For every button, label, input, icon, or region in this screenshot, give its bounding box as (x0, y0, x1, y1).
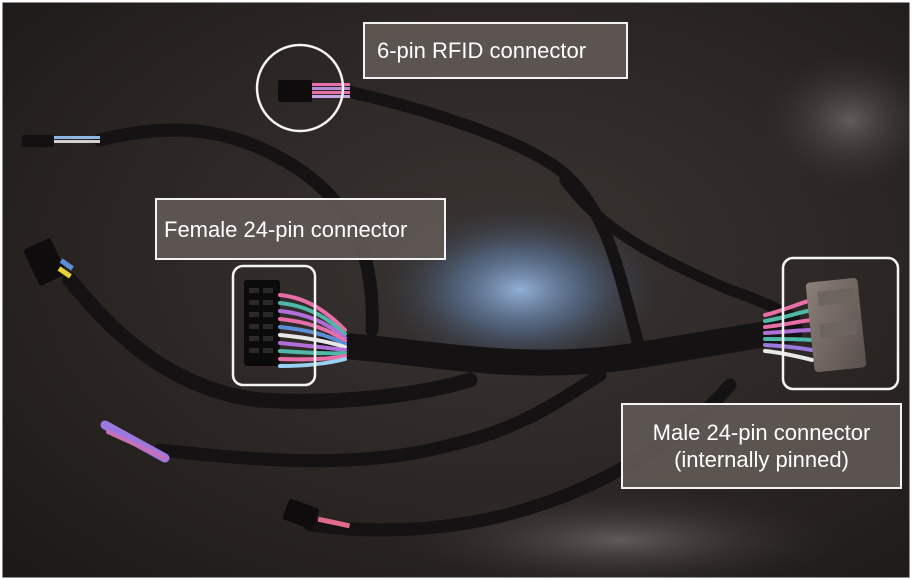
light-reflection-right (760, 50, 912, 190)
rfid-cable (344, 86, 646, 356)
rfid-callout-circle (255, 43, 345, 133)
upper-left-cable (93, 123, 379, 337)
male-connector-label: Male 24-pin connector (internally pinned… (621, 403, 902, 489)
rfid-connector-label: 6-pin RFID connector (363, 22, 628, 79)
male-callout-box (781, 256, 900, 391)
bottom-plug (282, 498, 320, 530)
rfid-plug (278, 80, 312, 102)
female-connector-label-text: Female 24-pin connector (164, 216, 408, 242)
right-branch-cable (559, 174, 801, 324)
small-connector-topleft (22, 135, 54, 147)
lower-purple-cable (153, 368, 607, 468)
female-pin-slots (249, 288, 273, 353)
female-connector-label: Female 24-pin connector (155, 198, 446, 260)
female-wire-fan (278, 293, 347, 368)
male-connector-label-line1: Male 24-pin connector (652, 420, 871, 445)
left-side-cable (62, 272, 478, 409)
left-plug (23, 238, 67, 286)
main-trunk-cable (317, 317, 803, 376)
male-connector-label-line2: (internally pinned) (674, 447, 849, 472)
wire-ends (22, 80, 867, 530)
female-callout-box (231, 264, 317, 387)
rfid-connector-label-text: 6-pin RFID connector (377, 38, 587, 63)
